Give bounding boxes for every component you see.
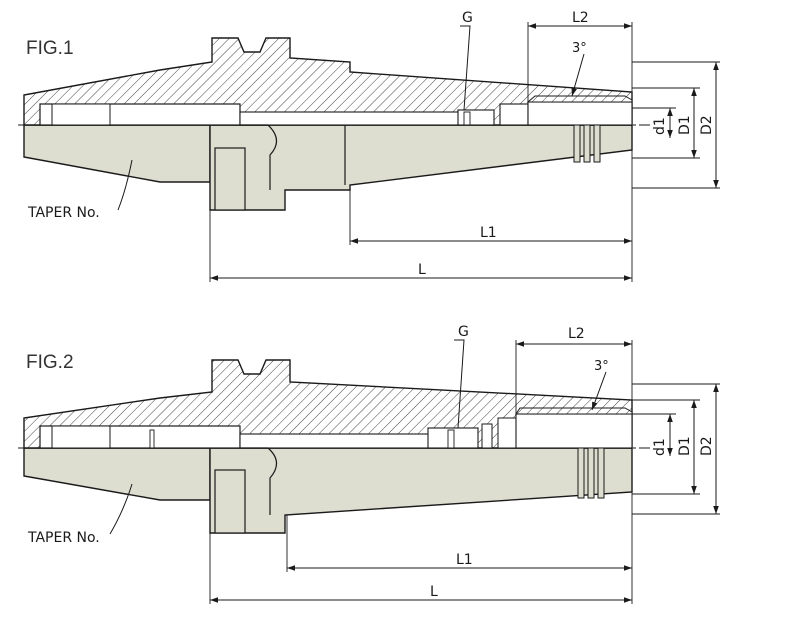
fig2-lower-flange <box>209 447 633 534</box>
fig2-lower-body <box>23 447 211 501</box>
fig1-big-d1-label: D1 <box>677 115 693 135</box>
fig2-l-label: L <box>430 584 438 600</box>
fig1-l-label: L <box>418 262 426 278</box>
fig1-taper-label: TAPER No. <box>27 205 100 221</box>
fig1-angle-label: 3° <box>572 41 587 56</box>
fig1-g-label: G <box>462 10 473 26</box>
fig1-lower-body <box>23 124 211 183</box>
figure-1: FIG.1 TAPER No. G L2 3° L1 L d1 D1 D2 <box>18 10 720 282</box>
fig2-d1-label: d1 <box>652 438 668 456</box>
fig2-g-label: G <box>458 324 469 340</box>
fig2-angle-label: 3° <box>594 359 609 374</box>
fig1-l2-label: L2 <box>572 10 589 26</box>
fig2-l2-label: L2 <box>568 326 585 342</box>
fig2-title: FIG.2 <box>26 352 74 373</box>
fig2-taper-label: TAPER No. <box>27 530 100 546</box>
fig2-d2-label: D2 <box>699 436 715 456</box>
fig2-l1-label: L1 <box>456 552 473 568</box>
fig1-lower-flange <box>209 124 633 211</box>
fig2-big-d1-label: D1 <box>677 436 693 456</box>
fig1-upper-section <box>23 37 633 126</box>
fig1-title: FIG.1 <box>26 38 74 59</box>
figure-2: FIG.2 TAPER No. G L2 3° L1 L d1 D1 D2 <box>18 324 720 604</box>
fig1-d2-label: D2 <box>699 115 715 135</box>
fig1-l1-label: L1 <box>480 225 497 241</box>
fig1-d1-label: d1 <box>652 117 668 135</box>
